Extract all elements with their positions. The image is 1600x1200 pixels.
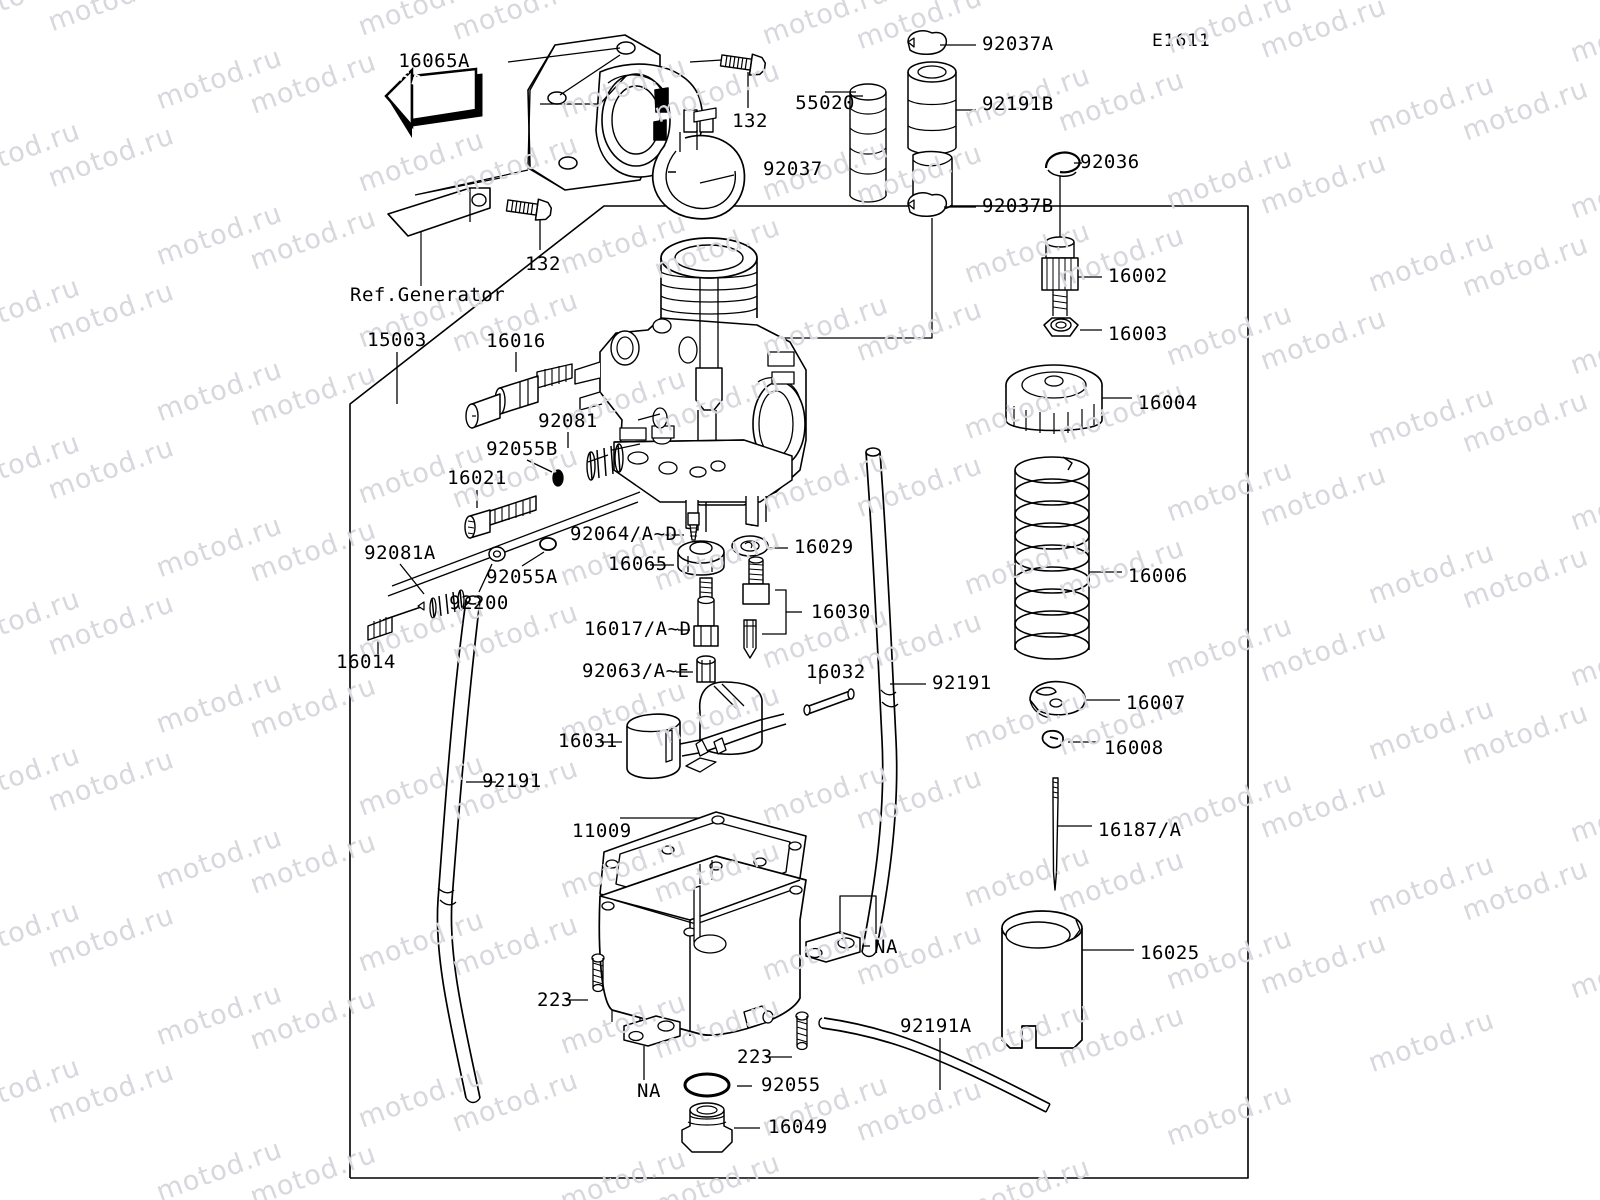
part-callout-16017-a-d: 16017/A~D xyxy=(584,618,692,640)
part-callout-16007: 16007 xyxy=(1126,692,1186,714)
part-callout-92055a: 92055A xyxy=(486,566,558,588)
part-callout-223: 223 xyxy=(537,989,573,1011)
front-direction-marker: FRONT xyxy=(378,52,490,144)
part-callout-15003: 15003 xyxy=(367,329,427,351)
part-callout-16187-a: 16187/A xyxy=(1098,819,1182,841)
diagram-code: E1611 xyxy=(1152,31,1212,51)
part-callout-16065: 16065 xyxy=(608,553,668,575)
part-callout-132: 132 xyxy=(732,110,768,132)
part-callout-na: NA xyxy=(874,936,898,958)
part-callout-16006: 16006 xyxy=(1128,565,1188,587)
part-callout-16029: 16029 xyxy=(794,536,854,558)
part-callout-16008: 16008 xyxy=(1104,737,1164,759)
part-callout-16032: 16032 xyxy=(806,661,866,683)
part-callout-16002: 16002 xyxy=(1108,265,1168,287)
part-callout-11009: 11009 xyxy=(572,820,632,842)
part-callout-92064-a-d: 92064/A~D xyxy=(570,523,678,545)
part-callout-92063-a-e: 92063/A~E xyxy=(582,660,690,682)
part-callout-92200: 92200 xyxy=(449,592,509,614)
part-callout-55020: 55020 xyxy=(795,92,855,114)
part-callout-16065a: 16065A xyxy=(398,50,470,72)
part-callout-92036: 92036 xyxy=(1080,151,1140,173)
part-callout-16031: 16031 xyxy=(558,730,618,752)
part-callout-16049: 16049 xyxy=(768,1116,828,1138)
part-callout-92037a: 92037A xyxy=(982,33,1054,55)
part-callout-16004: 16004 xyxy=(1138,392,1198,414)
part-callout-92081: 92081 xyxy=(538,410,598,432)
part-callout-92055b: 92055B xyxy=(486,438,558,460)
part-callout-92037: 92037 xyxy=(763,158,823,180)
part-callout-16021: 16021 xyxy=(447,467,507,489)
part-callout-92191b: 92191B xyxy=(982,93,1054,115)
part-callout-92191: 92191 xyxy=(482,770,542,792)
part-callout-92191a: 92191A xyxy=(900,1015,972,1037)
part-callout-ref-generator: Ref.Generator xyxy=(350,284,506,306)
part-callout-223: 223 xyxy=(737,1046,773,1068)
part-callout-132: 132 xyxy=(525,253,561,275)
part-callout-16016: 16016 xyxy=(486,330,546,352)
part-callout-92081a: 92081A xyxy=(364,542,436,564)
part-callout-16003: 16003 xyxy=(1108,323,1168,345)
part-callout-16025: 16025 xyxy=(1140,942,1200,964)
part-callout-na: NA xyxy=(637,1080,661,1102)
part-callout-16030: 16030 xyxy=(811,601,871,623)
part-callout-16014: 16014 xyxy=(336,651,396,673)
part-callout-92037b: 92037B xyxy=(982,195,1054,217)
part-callout-92191: 92191 xyxy=(932,672,992,694)
part-callout-92055: 92055 xyxy=(761,1074,821,1096)
